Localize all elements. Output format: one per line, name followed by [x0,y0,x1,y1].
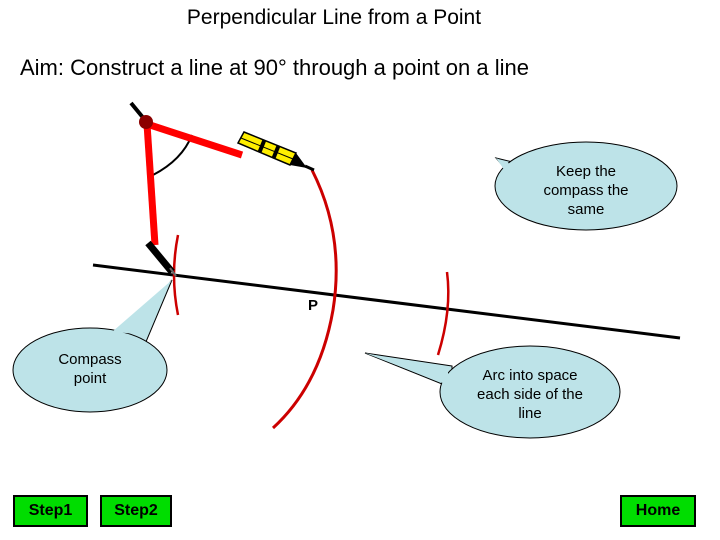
callout-compass-point-text: Compass point [58,351,122,387]
large-arc [271,169,338,430]
compass-angle-arc [152,134,193,176]
step1-button[interactable]: Step1 [13,495,88,527]
compass-needle-tip [169,267,177,277]
base-line [92,263,681,340]
callout-keep-compass [494,141,678,231]
pencil-icon [236,131,315,172]
callout-compass-point [12,279,173,413]
home-button[interactable]: Home [620,495,696,527]
step2-button[interactable]: Step2 [100,495,172,527]
aim-text: Aim: Construct a line at 90° through a p… [20,55,529,80]
right-arc [436,271,450,356]
callout-keep-text: Keep the compass the same [543,163,629,218]
compass-leg-right [145,120,244,159]
compass-needle [145,240,175,275]
compass-hinge [139,115,153,129]
compass-leg-left [143,123,159,246]
page-title: Perpendicular Line from a Point [186,6,482,29]
callout-arc-text: Arc into space each side of the line [477,367,583,422]
point-p-label: P [308,297,319,314]
callout-arc [364,345,621,439]
